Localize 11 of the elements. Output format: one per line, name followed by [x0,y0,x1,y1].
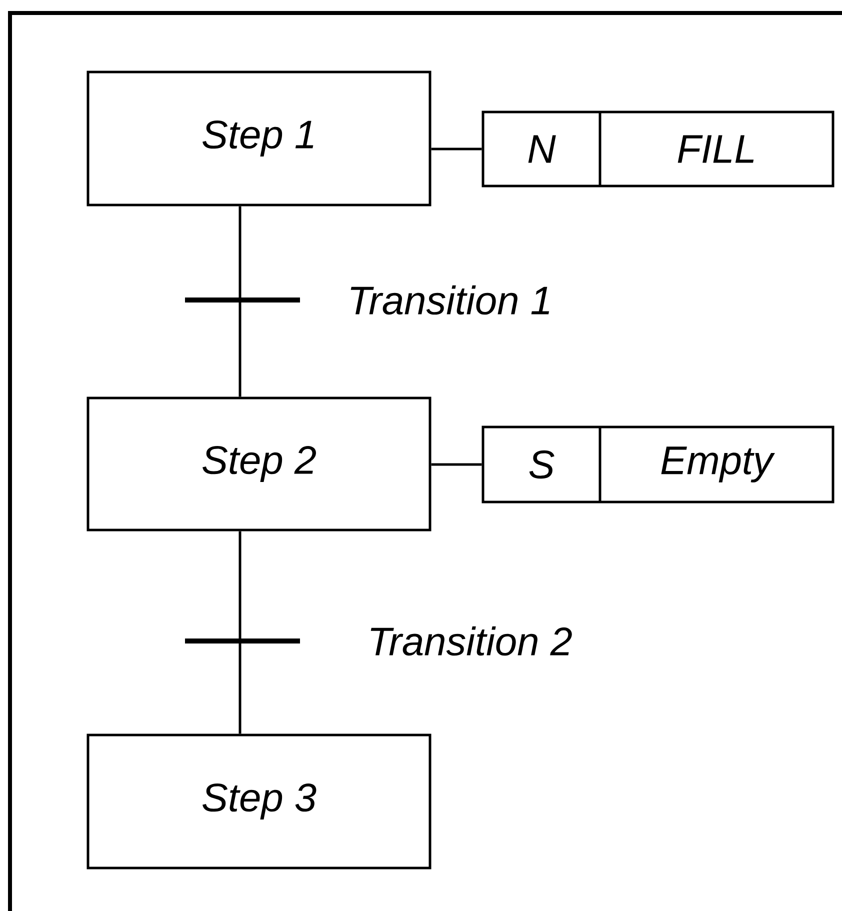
connector-line [431,148,482,150]
step-box: Step 2 [86,396,432,532]
action-box: S Empty [482,426,834,504]
transition-link [185,531,300,734]
transition-link [185,206,300,397]
connector-line [431,463,482,466]
action-box: N FILL [482,110,834,188]
edge-label: Transition 1 [350,285,550,315]
step-box: Step 3 [86,734,432,870]
step-box: Step 1 [86,70,432,206]
edge-label: Transition 2 [370,626,572,656]
